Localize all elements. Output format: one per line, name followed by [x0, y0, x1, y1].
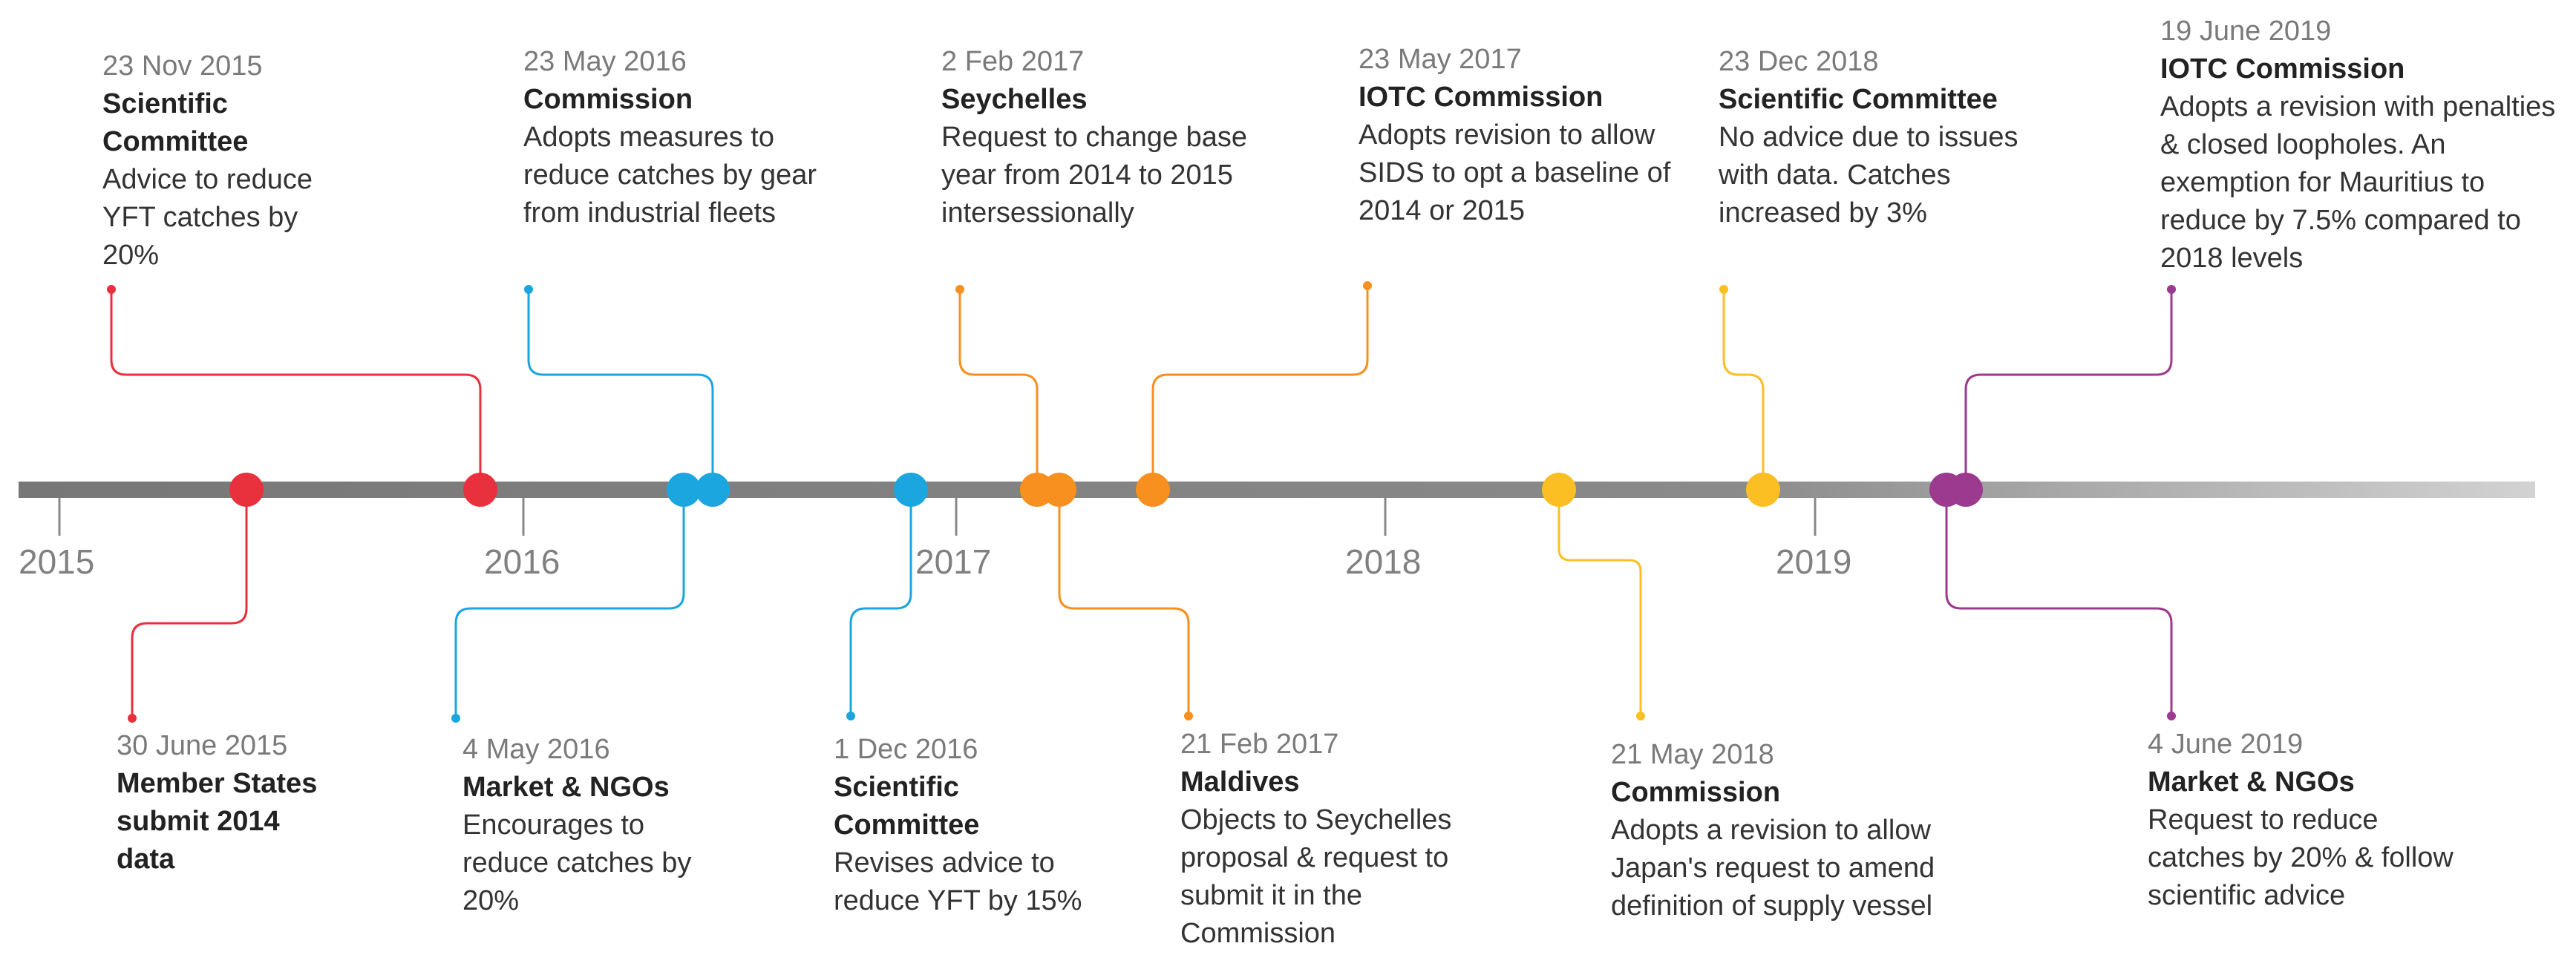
- timeline-axis: [19, 482, 2535, 498]
- event-marker-e4: [667, 473, 701, 507]
- connector-line-e4: [454, 490, 685, 718]
- connector-line-e6: [958, 289, 1039, 490]
- endpoint-dot-e3: [524, 285, 533, 294]
- event-marker-e5: [894, 473, 928, 507]
- event-card-e11: 19 June 2019 IOTC Commission Adopts a re…: [2160, 13, 2561, 278]
- event-date: 4 May 2016: [462, 734, 610, 765]
- connector-line-e12: [1945, 490, 2173, 716]
- event-actor: Scientific Committee: [1719, 84, 1998, 115]
- event-date: 23 Nov 2015: [102, 50, 263, 82]
- event-card-e5: 1 Dec 2016 Scientific Committee Revises …: [834, 731, 1086, 920]
- event-marker-e7: [1042, 473, 1076, 507]
- event-card-e12: 4 June 2019 Market & NGOs Request to red…: [2148, 726, 2474, 915]
- endpoint-dot-e5: [846, 712, 855, 720]
- endpoint-dot-e7: [1184, 712, 1193, 720]
- event-card-e8: 23 May 2017 IOTC Commission Adopts revis…: [1359, 41, 1685, 230]
- connector-line-e11: [1964, 289, 2173, 490]
- year-label-2017: 2017: [915, 542, 992, 581]
- event-date: 4 June 2019: [2148, 729, 2304, 760]
- endpoint-dot-e10: [1719, 285, 1728, 294]
- event-marker-e12: [1929, 473, 1964, 507]
- event-marker-e9: [1542, 473, 1576, 507]
- event-description: Request to change base year from 2014 to…: [941, 122, 1247, 229]
- event-actor: Commission: [523, 84, 693, 115]
- endpoint-dot-e11: [2167, 285, 2176, 294]
- connector-line-e9: [1557, 490, 1642, 716]
- event-card-e1: 23 Nov 2015 Scientific Committee Advice …: [102, 47, 347, 275]
- event-description: Encourages to reduce catches by 20%: [462, 810, 692, 916]
- connector-line-e7: [1058, 490, 1190, 716]
- endpoint-dot-e8: [1363, 281, 1372, 290]
- event-description: Adopts measures to reduce catches by gea…: [523, 122, 817, 229]
- year-label-2019: 2019: [1776, 542, 1852, 581]
- event-actor: Scientific Committee: [102, 88, 249, 157]
- event-date: 23 May 2017: [1359, 44, 1522, 75]
- event-description: Adopts revision to allow SIDS to opt a b…: [1359, 119, 1671, 226]
- event-marker-e8: [1136, 473, 1170, 507]
- year-label-2016: 2016: [484, 542, 560, 581]
- year-label-2015: 2015: [19, 542, 95, 581]
- event-actor: Scientific Committee: [834, 772, 980, 841]
- connector-line-e10: [1722, 289, 1765, 490]
- event-actor: Seychelles: [941, 84, 1088, 115]
- event-card-e9: 21 May 2018 Commission Adopts a revision…: [1611, 736, 2027, 925]
- event-marker-e1: [463, 473, 497, 507]
- event-date: 19 June 2019: [2160, 16, 2332, 47]
- event-card-e4: 4 May 2016 Market & NGOs Encourages to r…: [462, 731, 715, 920]
- connector-line-e5: [849, 490, 912, 716]
- event-date: 23 May 2016: [523, 46, 687, 77]
- connector-line-e3: [527, 289, 714, 490]
- event-actor: IOTC Commission: [1359, 82, 1604, 113]
- event-date: 1 Dec 2016: [834, 734, 978, 765]
- event-date: 30 June 2015: [117, 730, 288, 761]
- event-date: 21 May 2018: [1611, 739, 1774, 770]
- event-marker-e10: [1746, 473, 1780, 507]
- event-description: Advice to reduce YFT catches by 20%: [102, 164, 313, 271]
- event-description: Objects to Seychelles proposal & request…: [1180, 804, 1452, 949]
- year-label-2018: 2018: [1345, 542, 1422, 581]
- event-description: No advice due to issues with data. Catch…: [1719, 122, 2018, 229]
- event-marker-e2: [229, 473, 264, 507]
- event-actor: Member States submit 2014 data: [117, 768, 318, 875]
- event-card-e7: 21 Feb 2017 Maldives Objects to Seychell…: [1180, 726, 1507, 953]
- connector-line-e2: [131, 490, 248, 718]
- endpoint-dot-e1: [107, 285, 116, 294]
- event-actor: Maldives: [1180, 766, 1300, 798]
- endpoint-dot-e9: [1636, 712, 1645, 720]
- event-card-e6: 2 Feb 2017 Seychelles Request to change …: [941, 43, 1290, 232]
- connector-line-e1: [110, 289, 482, 490]
- event-actor: IOTC Commission: [2160, 53, 2405, 85]
- endpoint-dot-e2: [128, 714, 137, 723]
- event-date: 23 Dec 2018: [1719, 46, 1879, 77]
- event-description: Revises advice to reduce YFT by 15%: [834, 847, 1082, 916]
- event-date: 2 Feb 2017: [941, 46, 1085, 77]
- event-description: Adopts a revision with penalties & close…: [2160, 91, 2556, 274]
- event-description: Adopts a revision to allow Japan's reque…: [1611, 815, 1935, 922]
- endpoint-dot-e6: [955, 285, 964, 294]
- connector-line-e8: [1151, 286, 1369, 490]
- event-card-e10: 23 Dec 2018 Scientific Committee No advi…: [1719, 43, 2045, 232]
- event-date: 21 Feb 2017: [1180, 729, 1339, 760]
- event-actor: Market & NGOs: [462, 772, 670, 803]
- event-description: Request to reduce catches by 20% & follo…: [2148, 804, 2454, 911]
- event-card-e2: 30 June 2015 Member States submit 2014 d…: [117, 727, 332, 879]
- event-actor: Market & NGOs: [2148, 766, 2355, 798]
- event-marker-e3: [696, 473, 730, 507]
- endpoint-dot-e12: [2167, 712, 2176, 720]
- event-actor: Commission: [1611, 777, 1781, 808]
- endpoint-dot-e4: [451, 714, 460, 723]
- event-card-e3: 23 May 2016 Commission Adopts measures t…: [523, 43, 843, 232]
